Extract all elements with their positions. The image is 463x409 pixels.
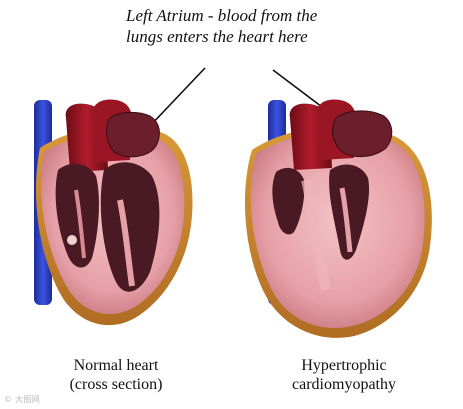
watermark: © 大图网 <box>4 395 41 404</box>
callout-line-1: Left Atrium - blood from the <box>126 6 318 25</box>
left-ventricle-hypertrophic <box>329 164 370 260</box>
caption-normal-heart: Normal heart (cross section) <box>31 356 201 394</box>
trabeculae-hypertrophic <box>339 187 353 253</box>
caption-hcm-line-1: Hypertrophic <box>301 357 387 374</box>
left-ventricle-normal <box>100 162 160 292</box>
right-ventricle-hypertrophic <box>272 167 305 235</box>
callout-line-2: lungs enters the heart here <box>126 27 308 46</box>
papillary-muscle-normal <box>117 199 135 287</box>
normal-heart <box>34 99 193 326</box>
left-atrium-normal <box>106 111 160 158</box>
trabeculae-normal <box>74 189 86 259</box>
caption-hypertrophic-heart: Hypertrophic cardiomyopathy <box>259 356 429 394</box>
septum-thickened <box>301 178 331 291</box>
right-ventricle-normal <box>55 163 99 268</box>
caption-hcm-line-2: cardiomyopathy <box>292 376 396 393</box>
left-atrium-callout: Left Atrium - blood from the lungs enter… <box>126 5 366 47</box>
valve-node-normal <box>67 235 77 245</box>
left-atrium-hypertrophic <box>332 110 393 157</box>
caption-normal-line-2: (cross section) <box>69 376 163 393</box>
caption-normal-line-1: Normal heart <box>73 357 159 374</box>
hypertrophic-heart <box>244 99 432 338</box>
pointer-line-normal <box>147 67 206 129</box>
